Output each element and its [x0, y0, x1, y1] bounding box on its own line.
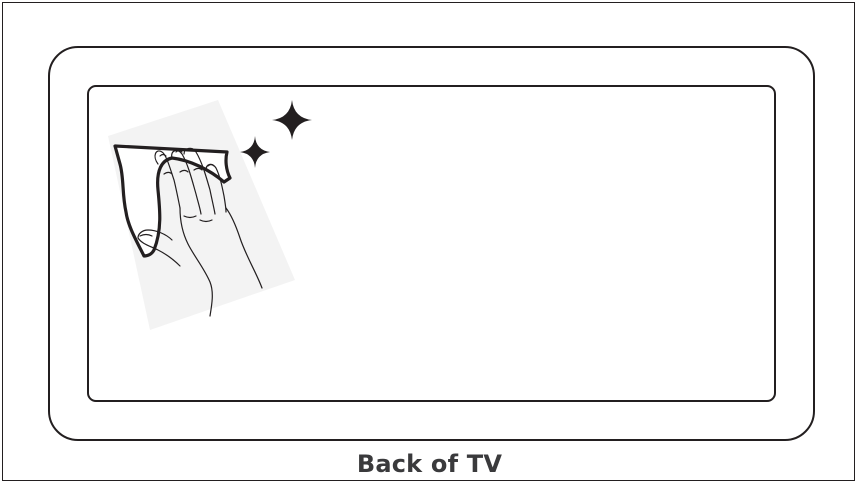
sparkle-large-icon — [272, 100, 312, 140]
caption-back-of-tv: Back of TV — [0, 448, 859, 480]
cleaning-illustration — [100, 90, 330, 330]
